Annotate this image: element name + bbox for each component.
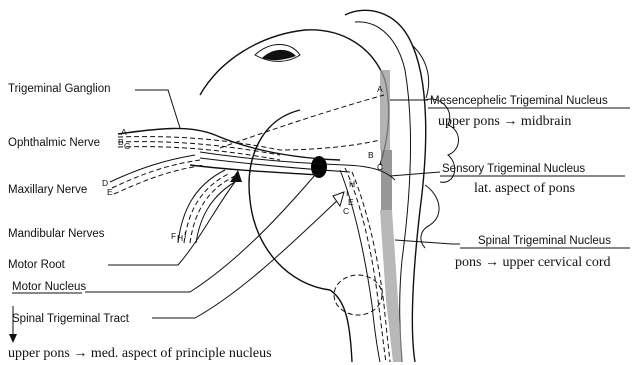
colliculus-fill: [262, 50, 296, 60]
letter-brainstem-c: C: [377, 162, 383, 172]
label-motor-nucleus: Motor Nucleus: [12, 281, 86, 293]
label-ophthalmic-nerve: Ophthalmic Nerve: [8, 137, 100, 149]
leader-motor-nucleus: [85, 175, 315, 292]
sensory-nucleus-column: [381, 150, 392, 210]
mandibular-outline: [196, 179, 240, 243]
leader-trigeminal-ganglion: [135, 90, 180, 128]
letter-brainstem-h: H: [349, 179, 355, 189]
label-sensory-nucleus: Sensory Trigeminal Nucleus: [442, 163, 585, 175]
nerve-trunk-lower: [190, 165, 320, 175]
arrow-spinal-tract: [333, 192, 344, 206]
letter-ophthalmic-a: A: [121, 127, 127, 137]
label-mandibular-nerves: Mandibular Nerves: [8, 228, 105, 240]
letter-maxillary-e: E: [107, 187, 113, 197]
leader-spinal-tract: [152, 198, 340, 318]
nerve-fiber-mid-2: [200, 158, 350, 172]
label-motor-root: Motor Root: [8, 259, 66, 271]
pons-outline: [249, 110, 330, 290]
sublabel-spinal: pons → upper cervical cord: [455, 255, 611, 270]
letter-mandibular-h: H: [177, 233, 183, 243]
spinal-tract-fiber-3: [340, 170, 380, 362]
leader-motor-root: [108, 178, 238, 265]
mesencephalic-nucleus-column: [380, 70, 390, 150]
mesencephalic-fiber: [220, 95, 384, 148]
letter-brainstem-b: B: [368, 150, 374, 160]
arrow-motor-root: [230, 170, 242, 182]
label-maxillary-nerve: Maxillary Nerve: [8, 184, 87, 196]
label-spinal-nucleus: Spinal Trigeminal Nucleus: [478, 235, 611, 247]
letter-brainstem-a: A: [377, 84, 383, 94]
spinal-nucleus-column: [380, 210, 403, 362]
leader-sensory: [390, 172, 440, 176]
sublabel-sensory: lat. aspect of pons: [474, 181, 575, 196]
arrow-motor-note: [9, 334, 17, 343]
cerebellum-outline-2: [421, 185, 439, 248]
label-spinal-tract: Spinal Trigeminal Tract: [12, 313, 130, 325]
label-trigeminal-ganglion: Trigeminal Ganglion: [8, 83, 110, 95]
mandibular-fiber-h: [184, 173, 230, 243]
ophthalmic-fiber-a: [118, 137, 380, 150]
sublabel-mesencephalic: upper pons → midbrain: [438, 114, 571, 129]
letter-mandibular-i: I: [184, 230, 186, 240]
sublabel-motor-note: upper pons → med. aspect of principle nu…: [8, 346, 272, 361]
letter-brainstem-c2: C: [343, 206, 349, 216]
letter-ophthalmic-c: C: [124, 141, 130, 151]
nerve-trunk-upper: [118, 128, 340, 160]
label-mesencephalic-nucleus: Mesencephelic Trigeminal Nucleus: [430, 95, 608, 107]
inferior-olive-outline: [334, 275, 382, 315]
medulla-ventral-outline: [330, 290, 352, 362]
letter-mandibular-f: F: [171, 231, 176, 241]
